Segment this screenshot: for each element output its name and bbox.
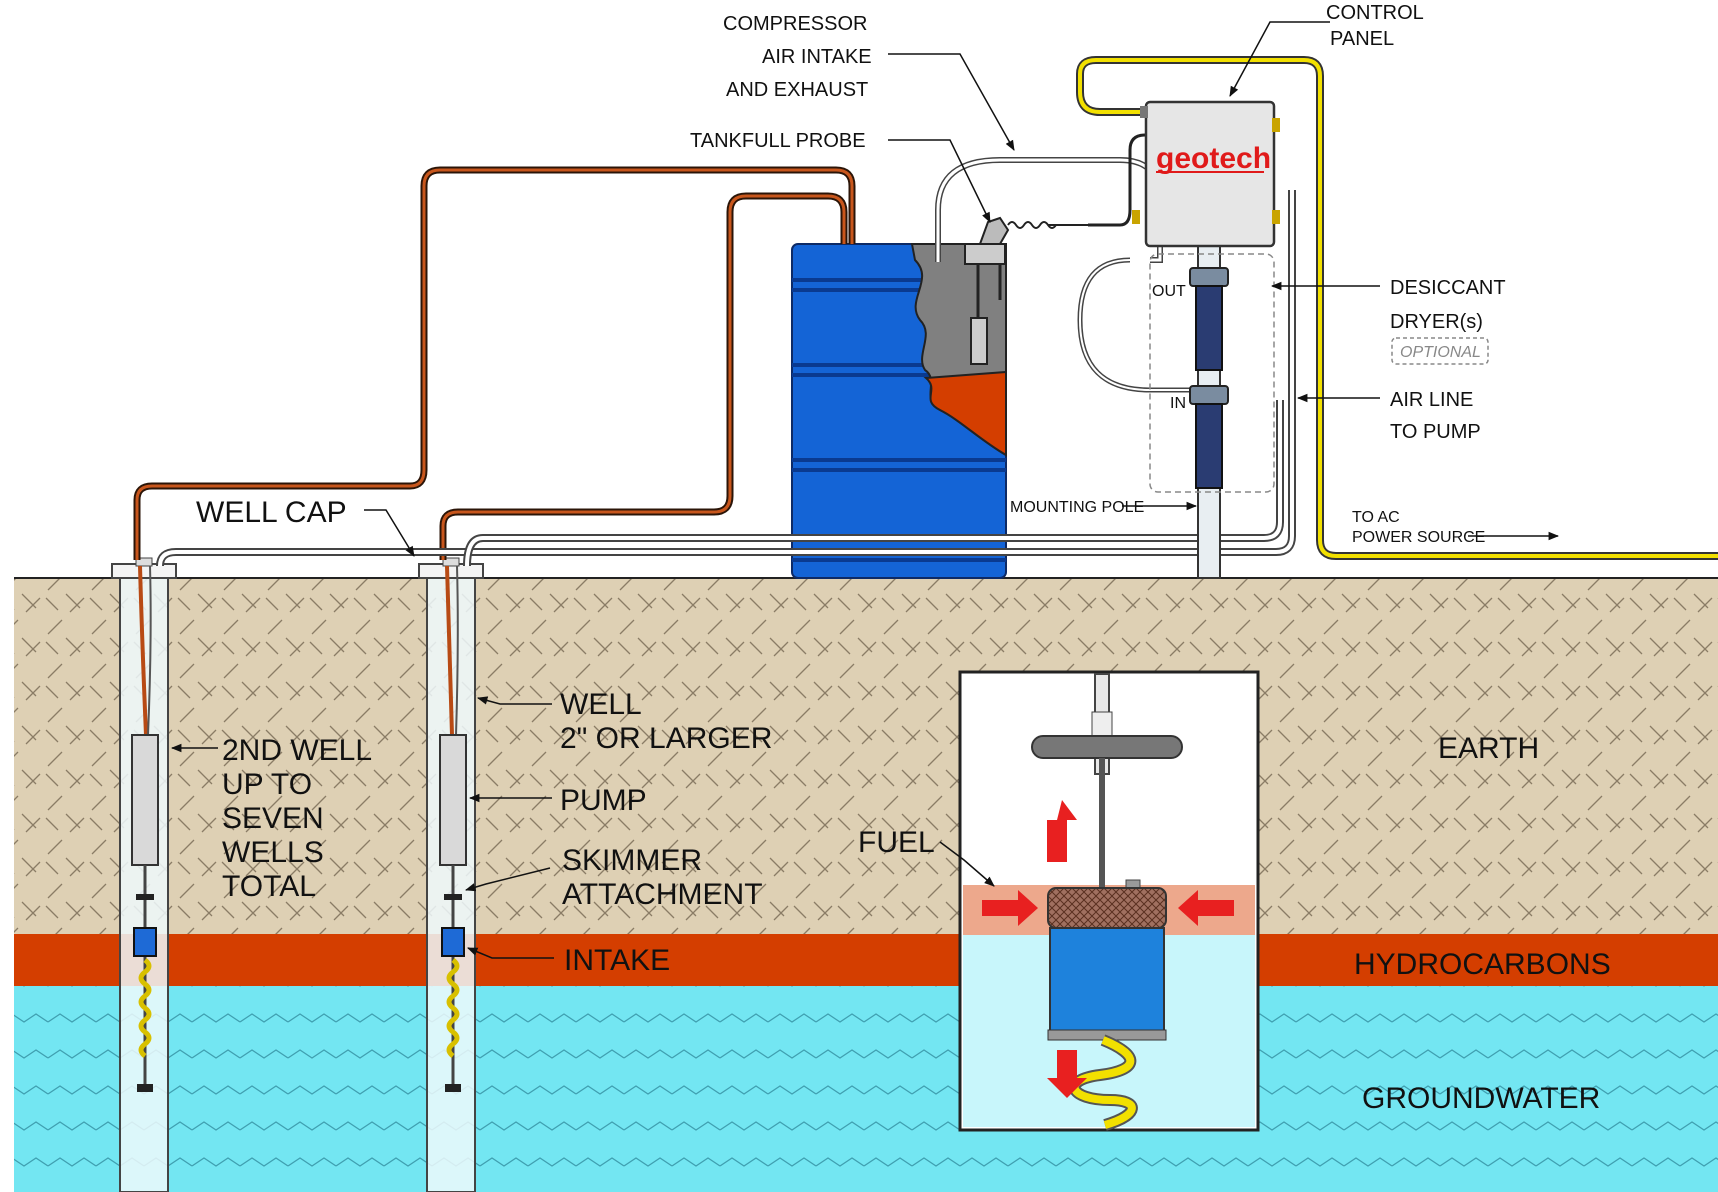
probe-cable bbox=[1088, 133, 1146, 227]
label-control-panel-2: PANEL bbox=[1330, 28, 1394, 50]
label-compressor-3: AND EXHAUST bbox=[726, 79, 868, 101]
desiccant-dryer-upper bbox=[1189, 267, 1229, 371]
label-to-ac-2: POWER SOURCE bbox=[1352, 529, 1485, 546]
label-second-well-2: UP TO bbox=[222, 768, 312, 801]
label-desiccant-1: DESICCANT bbox=[1390, 277, 1506, 299]
label-well-2: 2" OR LARGER bbox=[560, 722, 772, 755]
inflow-arrow-right-icon bbox=[1178, 890, 1234, 926]
hydrocarbon-layer bbox=[14, 934, 1718, 986]
label-second-well-3: SEVEN bbox=[222, 802, 324, 835]
label-optional: OPTIONAL bbox=[1400, 344, 1481, 361]
well-1 bbox=[111, 557, 177, 1192]
control-panel: geotech bbox=[1132, 100, 1280, 248]
leader-lines bbox=[170, 21, 1560, 959]
label-air-line-1: AIR LINE bbox=[1390, 389, 1473, 411]
label-compressor-2: AIR INTAKE bbox=[762, 46, 872, 68]
up-arrow-icon bbox=[1047, 800, 1077, 862]
label-in: IN bbox=[1170, 395, 1186, 412]
well-1-pump bbox=[131, 734, 159, 866]
skimmer-canister bbox=[1049, 927, 1165, 1039]
groundwater-layer bbox=[14, 986, 1718, 1192]
inflow-arrow-left-icon bbox=[982, 890, 1038, 926]
earth-layer bbox=[14, 578, 1718, 934]
down-arrow-icon bbox=[1047, 1050, 1087, 1098]
label-intake: INTAKE bbox=[564, 944, 670, 977]
well-2-pump bbox=[439, 734, 467, 866]
label-mounting-pole: MOUNTING POLE bbox=[1010, 499, 1144, 516]
label-out: OUT bbox=[1152, 283, 1186, 300]
label-well-1: WELL bbox=[560, 688, 642, 721]
discharge-hose-well-2 bbox=[439, 192, 848, 560]
label-compressor-1: COMPRESSOR bbox=[723, 13, 867, 35]
brand-logo: geotech bbox=[1156, 142, 1271, 175]
label-desiccant-2: DRYER(s) bbox=[1390, 311, 1483, 333]
dryer-optional-outline bbox=[1149, 253, 1275, 493]
desiccant-dryer-lower bbox=[1189, 385, 1229, 489]
label-control-panel-1: CONTROL bbox=[1326, 2, 1424, 24]
label-fuel: FUEL bbox=[858, 826, 935, 859]
label-second-well-1: 2ND WELL bbox=[222, 734, 372, 767]
label-skimmer-1: SKIMMER bbox=[562, 844, 702, 877]
skimmer-detail-inset bbox=[958, 670, 1260, 1132]
label-groundwater: GROUNDWATER bbox=[1362, 1082, 1600, 1115]
tankfull-probe-body bbox=[964, 243, 1006, 265]
label-hydrocarbons: HYDROCARBONS bbox=[1354, 948, 1611, 981]
label-earth: EARTH bbox=[1438, 732, 1539, 765]
skimmer-screen bbox=[1047, 887, 1167, 929]
recovery-drum bbox=[791, 216, 1088, 579]
label-air-line-2: TO PUMP bbox=[1390, 421, 1481, 443]
optional-badge bbox=[1391, 337, 1489, 365]
label-to-ac-1: TO AC bbox=[1352, 509, 1400, 526]
label-second-well-4: WELLS bbox=[222, 836, 324, 869]
well-2 bbox=[418, 557, 484, 1192]
label-tankfull-probe: TANKFULL PROBE bbox=[690, 130, 866, 152]
label-well-cap: WELL CAP bbox=[196, 496, 347, 529]
label-pump: PUMP bbox=[560, 784, 647, 817]
float-disc bbox=[1031, 735, 1183, 759]
label-second-well-5: TOTAL bbox=[222, 870, 316, 903]
label-skimmer-2: ATTACHMENT bbox=[562, 878, 763, 911]
